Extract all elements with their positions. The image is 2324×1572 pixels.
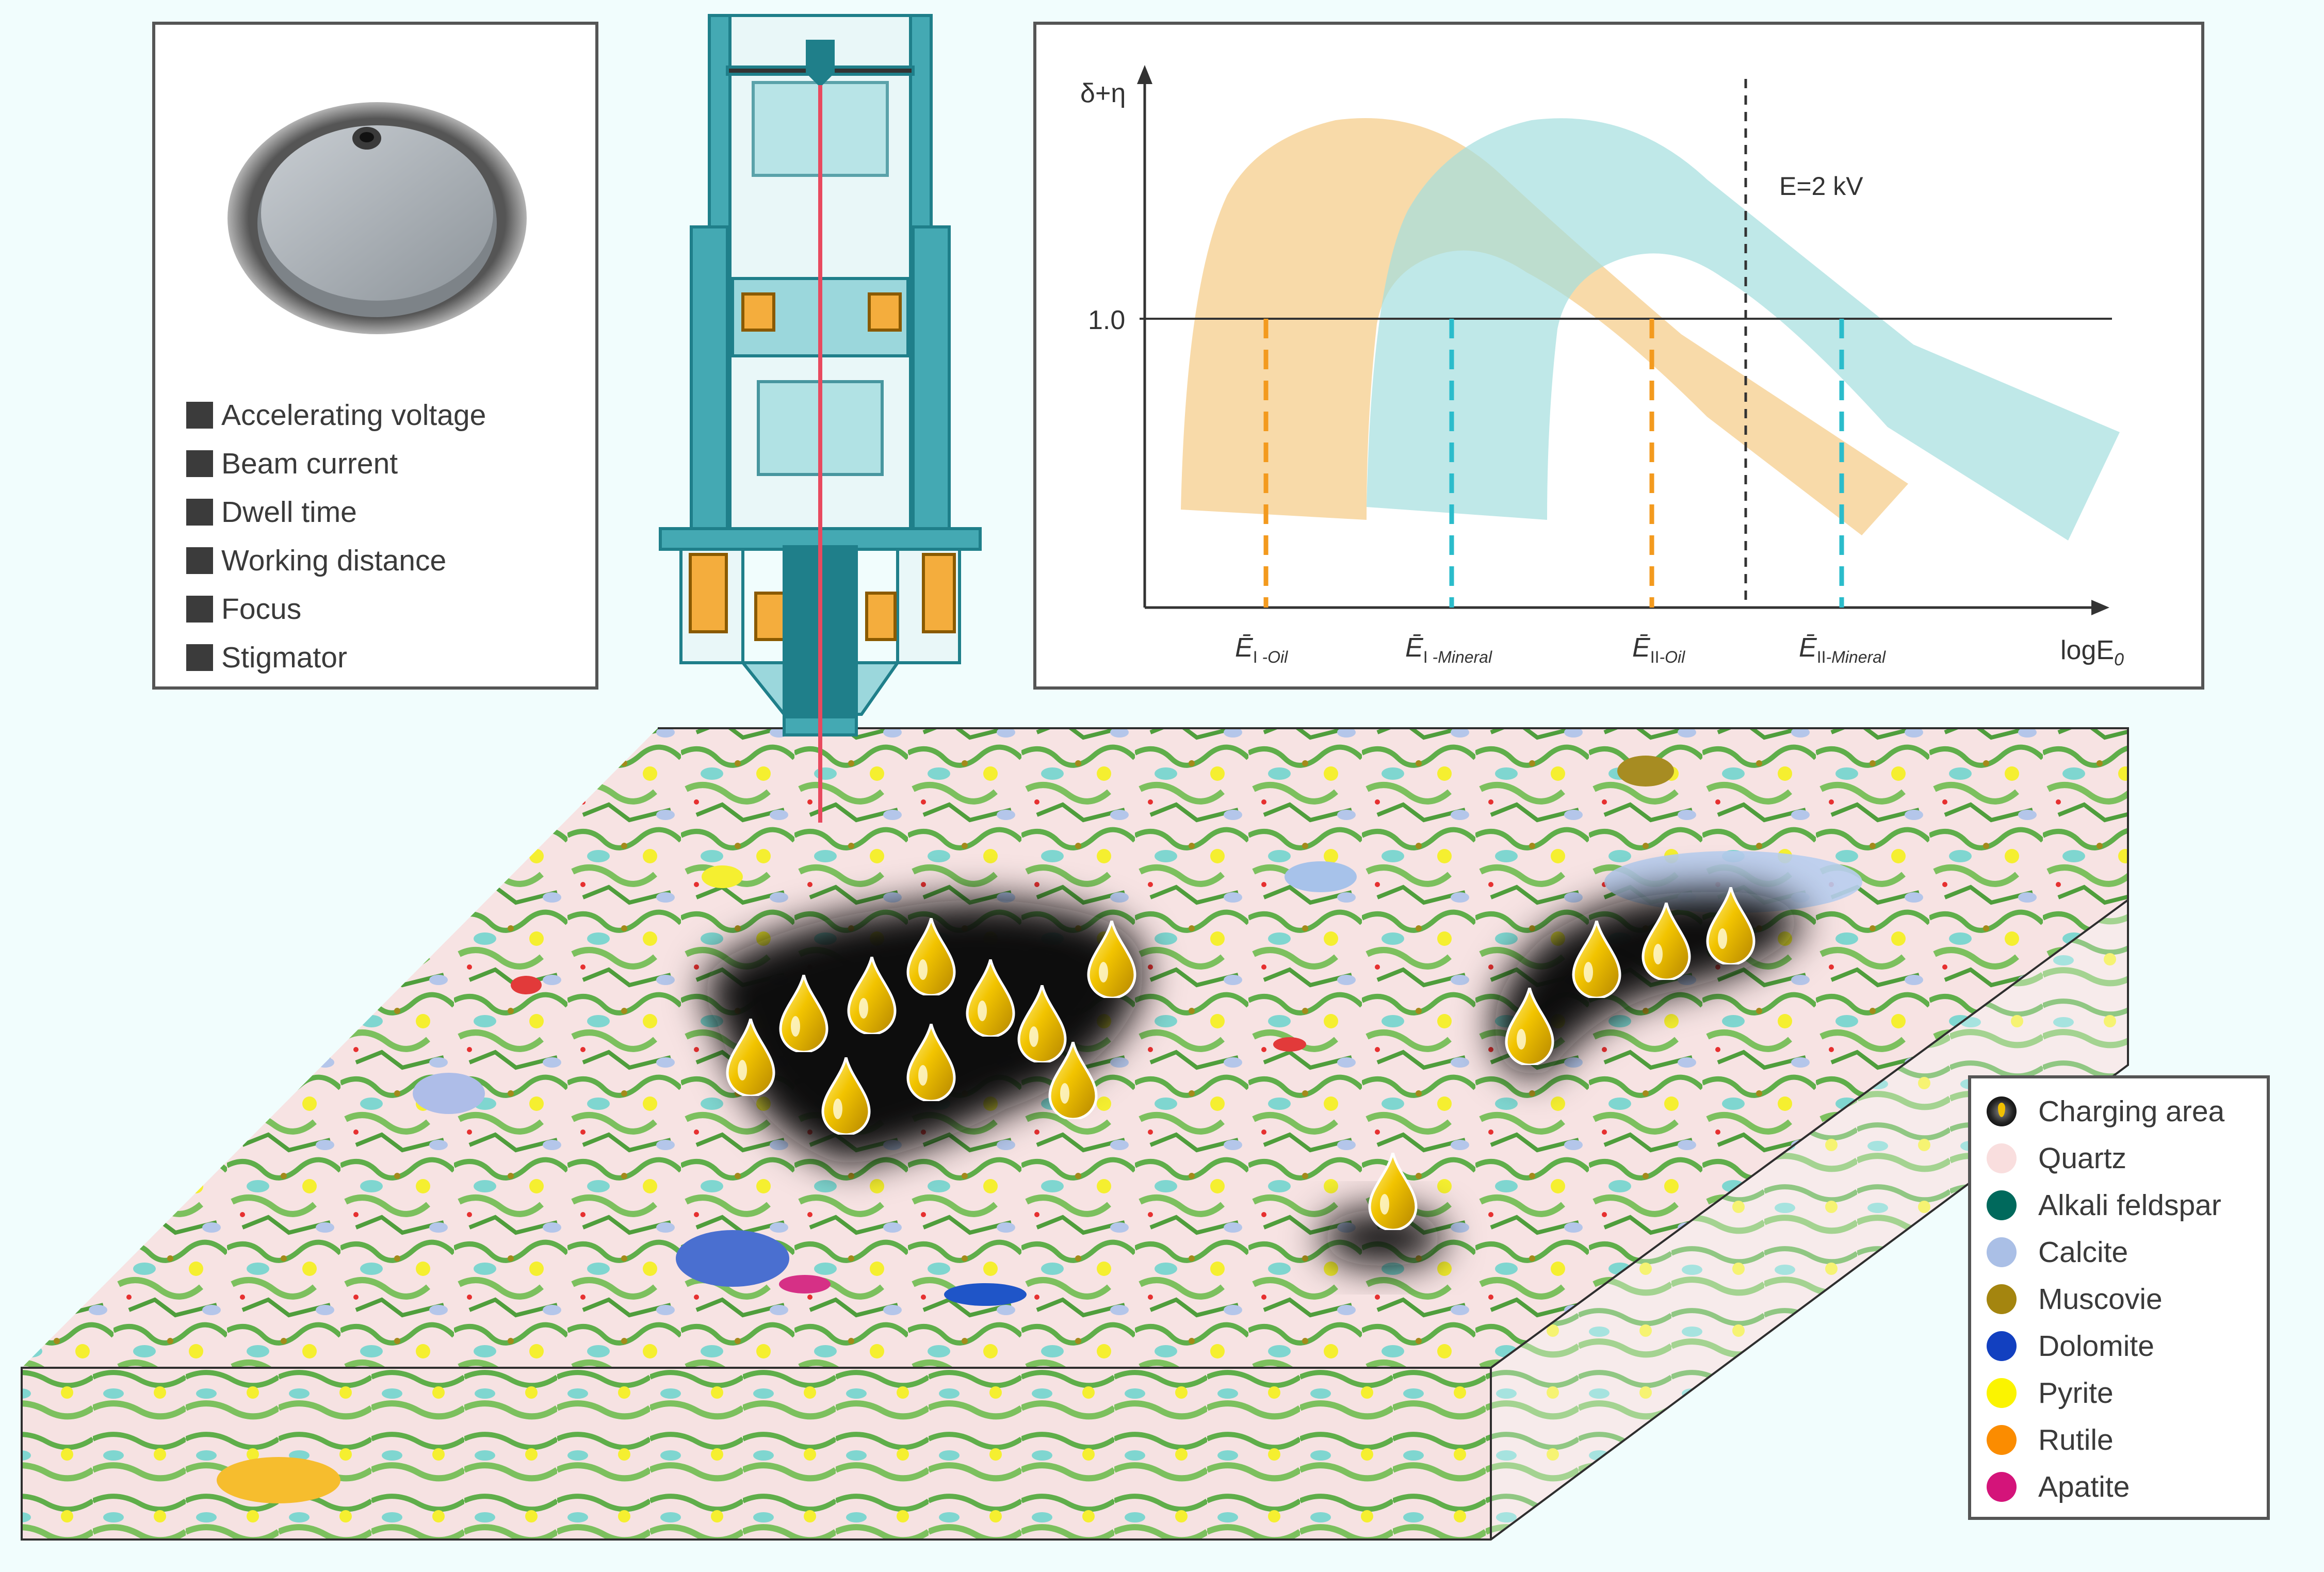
specimen-front-face <box>22 1368 1491 1540</box>
legend-item-rutile: Rutile <box>1987 1416 2224 1463</box>
setting-working-distance[interactable]: Working distance <box>186 536 486 585</box>
setting-accelerating-voltage[interactable]: Accelerating voltage <box>186 391 486 439</box>
setting-dwell-time[interactable]: Dwell time <box>186 488 486 536</box>
charging-area-small <box>1321 1209 1444 1266</box>
rotary-knob-icon[interactable] <box>222 92 532 334</box>
yield-curve-chart: δ+η 1.0 E=2 kV logE0 ĒI -Oil ĒI -Mineral… <box>1080 65 2124 669</box>
settings-list: Accelerating voltage Beam current Dwell … <box>186 391 486 682</box>
mineral-yield-band <box>1367 118 2120 541</box>
tick-e1-oil: ĒI -Oil <box>1235 633 1288 666</box>
legend-item-muscovie: Muscovie <box>1987 1275 2224 1322</box>
y-axis-label: δ+η <box>1080 78 1126 108</box>
tick-e2-mineral: ĒII-Mineral <box>1799 633 1886 666</box>
specimen-side-face <box>1491 900 2128 1540</box>
x-axis-label: logE0 <box>2060 635 2124 669</box>
legend-item-apatite: Apatite <box>1987 1463 2224 1510</box>
setting-beam-current[interactable]: Beam current <box>186 439 486 488</box>
muscovie-swatch <box>1987 1284 2017 1314</box>
charging-area-large <box>705 900 1144 1166</box>
yield-curve-panel: δ+η 1.0 E=2 kV logE0 ĒI -Oil ĒI -Mineral… <box>1033 22 2204 690</box>
unity-value-label: 1.0 <box>1088 305 1125 335</box>
charging-area-icon <box>1987 1096 2017 1126</box>
legend-item-calcite: Calcite <box>1987 1229 2224 1275</box>
microscope-settings-panel: Accelerating voltage Beam current Dwell … <box>152 22 598 690</box>
legend-item-pyrite: Pyrite <box>1987 1369 2224 1416</box>
setting-focus[interactable]: Focus <box>186 585 486 633</box>
legend-item-alkali-feldspar: Alkali feldspar <box>1987 1182 2224 1229</box>
pyrite-swatch <box>1987 1378 2017 1408</box>
apatite-swatch <box>1987 1471 2017 1502</box>
calcite-swatch <box>1987 1237 2017 1267</box>
alkali-feldspar-swatch <box>1987 1190 2017 1220</box>
dolomite-swatch <box>1987 1331 2017 1361</box>
legend-item-charging-area: Charging area <box>1987 1088 2224 1135</box>
legend-item-quartz: Quartz <box>1987 1135 2224 1182</box>
mineral-legend: Charging area Quartz Alkali feldspar Cal… <box>1968 1075 2270 1520</box>
tick-e2-oil: ĒII-Oil <box>1632 633 1685 666</box>
e-marker-label: E=2 kV <box>1779 172 1863 201</box>
oil-yield-band <box>1181 118 1908 535</box>
rutile-swatch <box>1987 1424 2017 1455</box>
legend-list: Charging area Quartz Alkali feldspar Cal… <box>1987 1088 2224 1510</box>
quartz-swatch <box>1987 1143 2017 1173</box>
legend-item-dolomite: Dolomite <box>1987 1322 2224 1369</box>
tick-e1-mineral: ĒI -Mineral <box>1405 633 1492 666</box>
setting-stigmator[interactable]: Stigmator <box>186 633 486 682</box>
